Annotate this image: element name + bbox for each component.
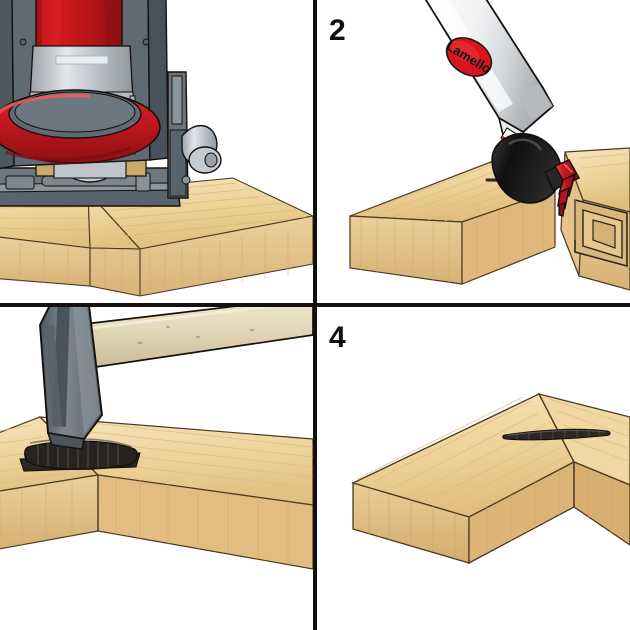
seated-biscuit [502,428,611,441]
step-number-4: 4 [329,321,346,354]
lamello-logo: Lamello [444,37,494,77]
mitred-wood-boards [351,393,630,565]
biscuit-joiner-tool [0,0,222,207]
panel-4-artwork [351,393,630,565]
hammer-handle [75,307,313,370]
panel-2-artwork: Lamello [349,0,630,291]
left-board-with-slot [349,151,557,285]
panel-3-artwork [0,307,313,570]
panel-step-2: Lamello 2 [317,0,630,303]
panel-divider-horizontal [0,303,630,307]
panel-step-1: 1 [0,0,313,303]
hammer-head [39,307,103,450]
panel-1-artwork [0,0,313,297]
red-nozzle [553,159,581,217]
bottle-cap [491,132,572,204]
panel-step-4: 4 [317,307,630,630]
red-grip-handle [0,89,161,165]
right-board-with-slot [560,147,630,291]
panel-step-3: 3 [0,307,313,630]
panel-divider-vertical [313,0,317,630]
step-number-2: 2 [329,14,346,47]
fence-lock-lever [167,71,222,199]
biscuit [19,438,141,472]
glue-bottle: Lamello [424,0,581,217]
